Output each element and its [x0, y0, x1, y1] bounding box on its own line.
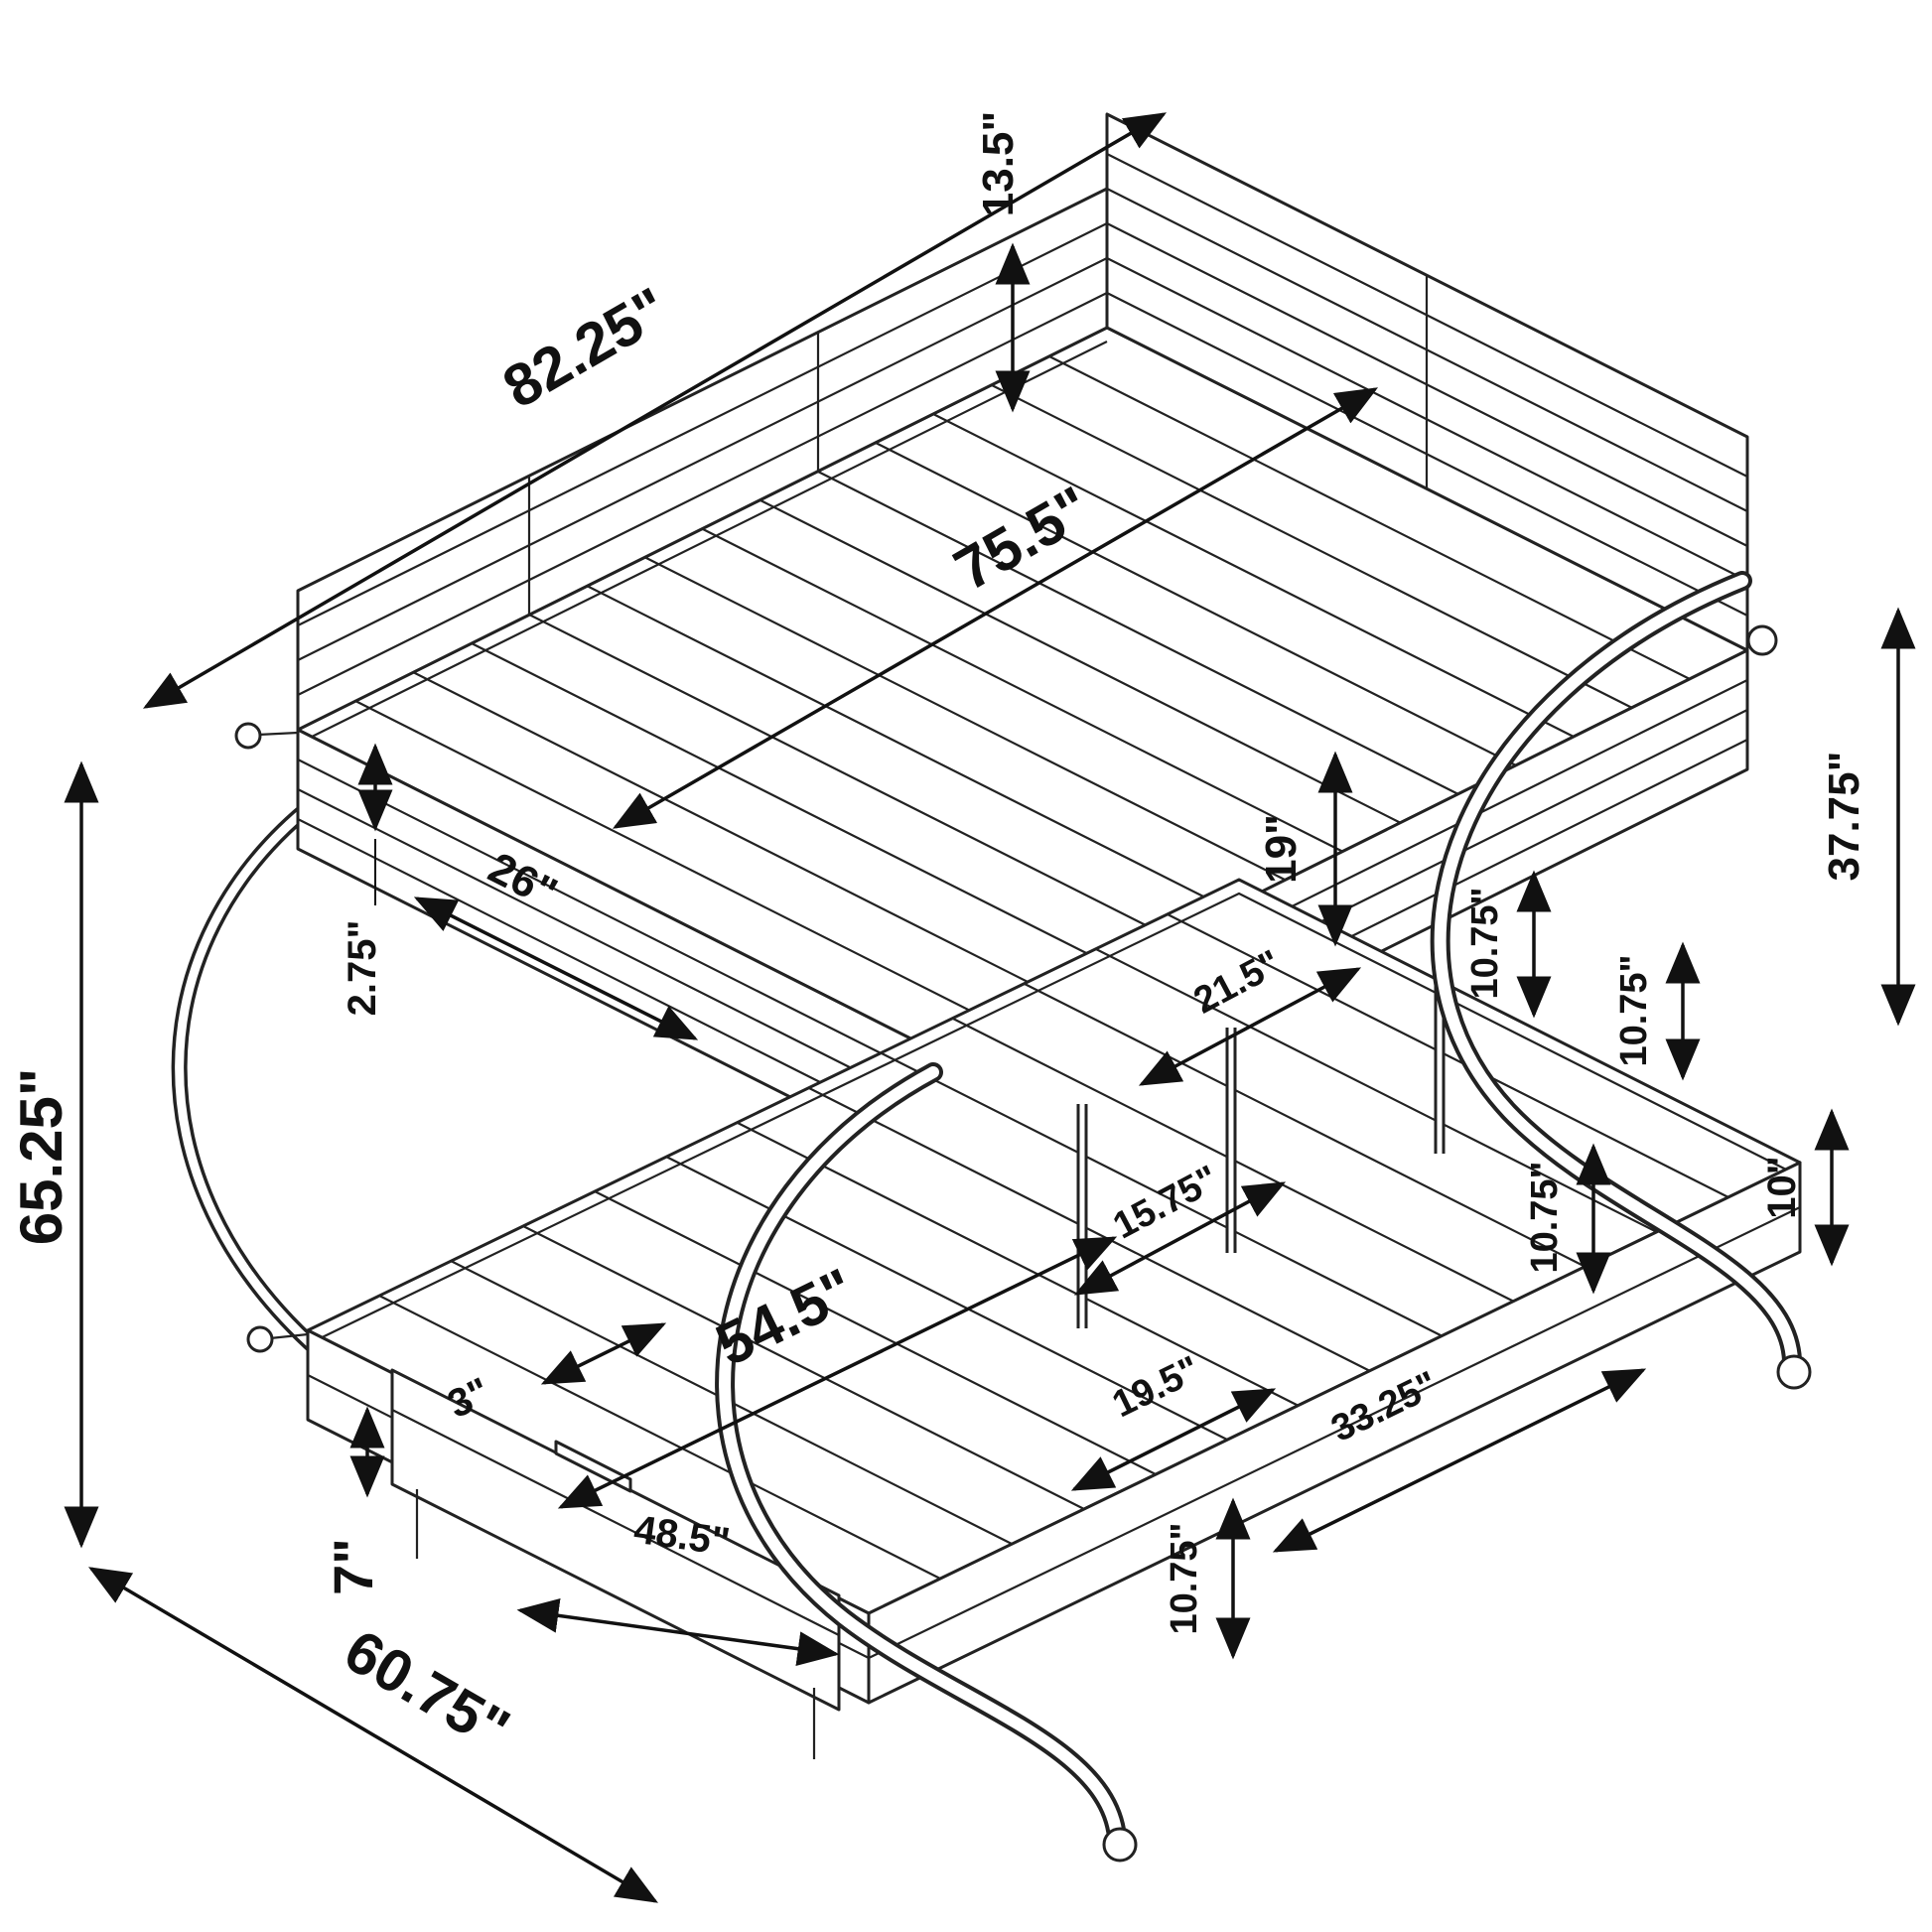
dim-label-gap-b: 10.75" — [1613, 954, 1655, 1066]
dimension-line-side-rail-length — [413, 897, 699, 1040]
upper-tube-end-cap — [234, 722, 262, 750]
dimension-line-lower-offset-b — [1070, 1388, 1277, 1491]
lower-deck-frame-lines — [307, 892, 1801, 1345]
dim-label-rail-spacing: 2.75" — [341, 920, 384, 1017]
drawer-front-line — [391, 1409, 840, 1636]
dimension-line-deck-offset — [1138, 967, 1362, 1086]
c-leg-left — [171, 796, 326, 1358]
c-leg-right — [1430, 571, 1812, 1390]
c-leg-center — [715, 1062, 1138, 1863]
c-leg-center-foot — [1102, 1827, 1138, 1863]
upper-rail-stub — [257, 731, 299, 737]
dim-label-overall-width: 60.75" — [334, 1617, 520, 1763]
dim-label-floor-clearance: 10.75" — [1164, 1522, 1205, 1634]
dimension-line-lower-edge-length — [1272, 1368, 1647, 1553]
dim-label-overall-length: 82.25" — [492, 275, 679, 421]
dimension-line-lower-sleep-length — [557, 1236, 1118, 1509]
dim-label-lower-rail-height: 10" — [1760, 1156, 1804, 1218]
dimension-lines — [64, 112, 1916, 1903]
lower-bunk — [246, 878, 1802, 1759]
upper-right-tube-end-cap — [1746, 624, 1778, 656]
lower-rail-stub — [269, 1332, 309, 1340]
dim-label-gap-c: 10.75" — [1524, 1161, 1566, 1273]
dimension-line-overall-width — [87, 1567, 659, 1903]
dim-label-guardrail-height: 13.5" — [974, 111, 1023, 217]
drawer-legs — [415, 1489, 816, 1759]
dim-label-bunk-clearance: 19" — [1257, 814, 1306, 884]
dimension-line-trundle-inset — [540, 1322, 667, 1385]
lower-tube-end-cap — [246, 1325, 274, 1353]
dim-label-trundle-height: 7" — [322, 1538, 384, 1595]
dim-label-overall-height: 65.25" — [8, 1068, 74, 1246]
bed-drawing — [171, 112, 1812, 1863]
c-leg-right-foot — [1776, 1354, 1812, 1390]
dimension-line-upper-sleep-length — [612, 387, 1379, 829]
dim-label-gap-a: 10.75" — [1464, 887, 1506, 999]
dim-label-upper-deck-height: 37.75" — [1820, 752, 1868, 882]
